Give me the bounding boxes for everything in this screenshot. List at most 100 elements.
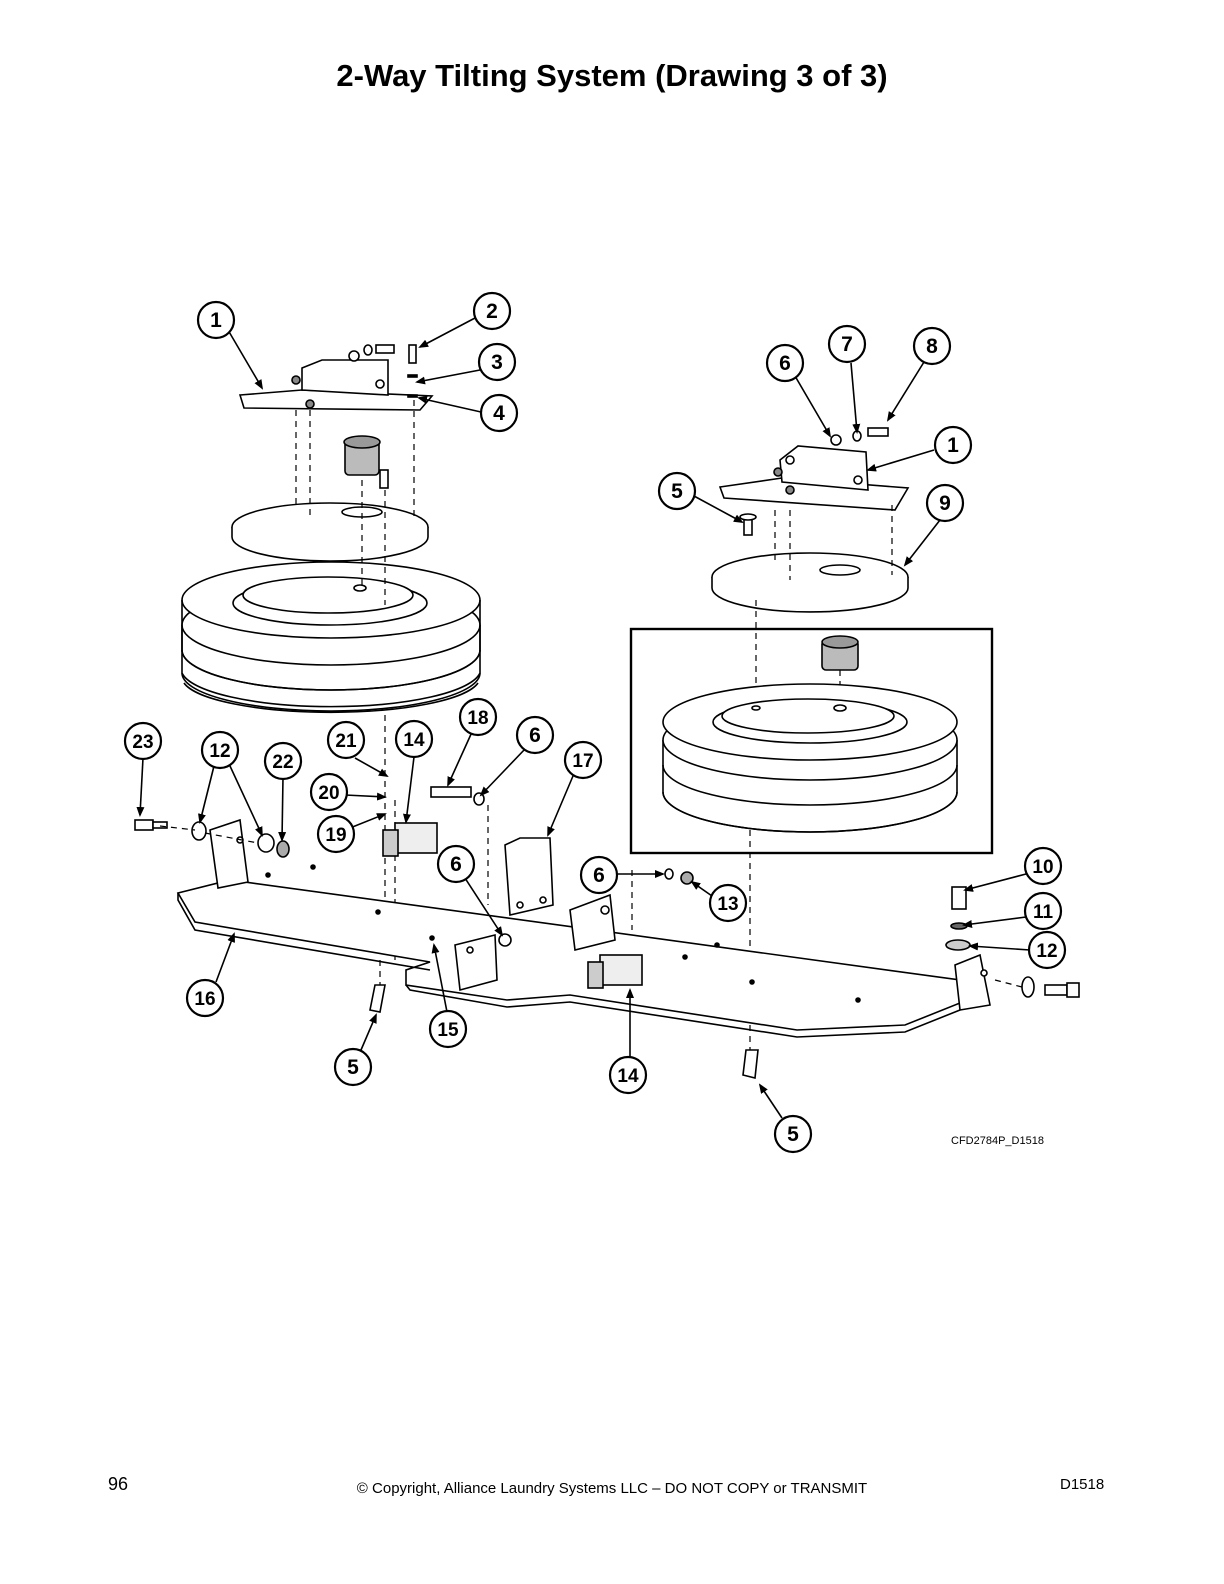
right-switch: [587, 954, 643, 989]
callout-label: 6: [450, 853, 462, 876]
callout-2: 2: [472, 291, 512, 331]
callout-circle: [200, 730, 240, 770]
left-mount-assembly: [181, 344, 481, 985]
callout-5: 5: [773, 1114, 813, 1154]
right-mount-assembly: [711, 427, 910, 1065]
callout-circle: [1023, 846, 1063, 886]
callout-label: 7: [841, 333, 853, 356]
copyright-notice: © Copyright, Alliance Laundry Systems LL…: [356, 1480, 868, 1497]
right-air-cushion: [662, 635, 958, 833]
callout-label: 13: [717, 894, 738, 915]
callout-6: 6: [765, 343, 805, 383]
callout-circle: [1023, 891, 1063, 931]
leader-lines: [136, 317, 1031, 1119]
callout-label: 1: [947, 434, 959, 457]
left-switch: [382, 822, 438, 857]
callout-label: 8: [926, 335, 938, 358]
callout-20: 20: [309, 772, 349, 812]
callout-label: 18: [467, 708, 488, 729]
document-id: D1518: [1060, 1476, 1105, 1493]
callout-5: 5: [333, 1047, 373, 1087]
callout-label: 23: [132, 732, 153, 753]
callout-label: 19: [325, 825, 346, 846]
bracket-17: [504, 837, 554, 916]
callout-9: 9: [925, 483, 965, 523]
callout-circle: [773, 1114, 813, 1154]
callout-label: 6: [779, 352, 791, 375]
callout-6: 6: [436, 844, 476, 884]
callout-circle: [326, 720, 366, 760]
callout-label: 16: [194, 989, 215, 1010]
callout-circle: [196, 300, 236, 340]
left-mount-bracket: [238, 389, 434, 411]
callout-circle: [563, 740, 603, 780]
callout-1: 1: [196, 300, 236, 340]
callout-circle: [185, 978, 225, 1018]
inset-frame: [629, 627, 994, 855]
callout-label: 10: [1032, 857, 1053, 878]
callout-label: 12: [1036, 941, 1057, 962]
base-frame: [134, 786, 1080, 1079]
callout-3: 3: [477, 342, 517, 382]
callout-13: 13: [708, 883, 748, 923]
callout-circle: [394, 719, 434, 759]
callout-label: 15: [437, 1020, 459, 1041]
callout-circle: [263, 741, 303, 781]
callout-label: 3: [491, 351, 503, 374]
callout-circle: [309, 772, 349, 812]
callout-label: 4: [493, 402, 505, 425]
page-number: 96: [108, 1474, 129, 1494]
callout-label: 5: [671, 480, 683, 503]
callout-label: 14: [617, 1066, 639, 1087]
callout-15: 15: [428, 1009, 468, 1049]
page-title: 2-Way Tilting System (Drawing 3 of 3): [336, 58, 888, 93]
callout-23: 23: [123, 721, 163, 761]
callout-circle: [477, 342, 517, 382]
callout-17: 17: [563, 740, 603, 780]
callout-circle: [479, 393, 519, 433]
callout-22: 22: [263, 741, 303, 781]
callout-label: 22: [272, 752, 293, 773]
callout-1: 1: [933, 425, 973, 465]
callout-21: 21: [326, 720, 366, 760]
callout-circle: [933, 425, 973, 465]
callout-6: 6: [579, 855, 619, 895]
callout-circle: [316, 814, 356, 854]
callout-label: 6: [593, 864, 605, 887]
callout-6: 6: [515, 715, 555, 755]
callout-circle: [925, 483, 965, 523]
callout-label: 2: [486, 300, 498, 323]
callout-circle: [333, 1047, 373, 1087]
callout-4: 4: [479, 393, 519, 433]
callout-label: 14: [403, 730, 425, 751]
callout-circle: [436, 844, 476, 884]
callout-label: 1: [210, 309, 222, 332]
callout-12: 12: [200, 730, 240, 770]
callout-circle: [657, 471, 697, 511]
callout-label: 17: [572, 751, 593, 772]
left-air-cushion: [181, 561, 481, 714]
callout-16: 16: [185, 978, 225, 1018]
callout-8: 8: [912, 326, 952, 366]
callout-label: 20: [318, 783, 339, 804]
callout-18: 18: [458, 697, 498, 737]
base-plate: [176, 879, 961, 1031]
callout-11: 11: [1023, 891, 1063, 931]
callout-circle: [765, 343, 805, 383]
callout-label: 21: [335, 731, 357, 752]
callout-circle: [515, 715, 555, 755]
callout-circle: [579, 855, 619, 895]
callout-label: 5: [787, 1123, 799, 1146]
callout-label: 11: [1033, 902, 1054, 923]
callout-label: 5: [347, 1056, 359, 1079]
callout-label: 6: [529, 724, 541, 747]
callout-circle: [123, 721, 163, 761]
callout-label: 12: [209, 741, 230, 762]
callout-circle: [472, 291, 512, 331]
callout-label: 9: [939, 492, 951, 515]
callout-19: 19: [316, 814, 356, 854]
drawing-code: CFD2784P_D1518: [951, 1135, 1044, 1147]
callout-14: 14: [608, 1055, 648, 1095]
